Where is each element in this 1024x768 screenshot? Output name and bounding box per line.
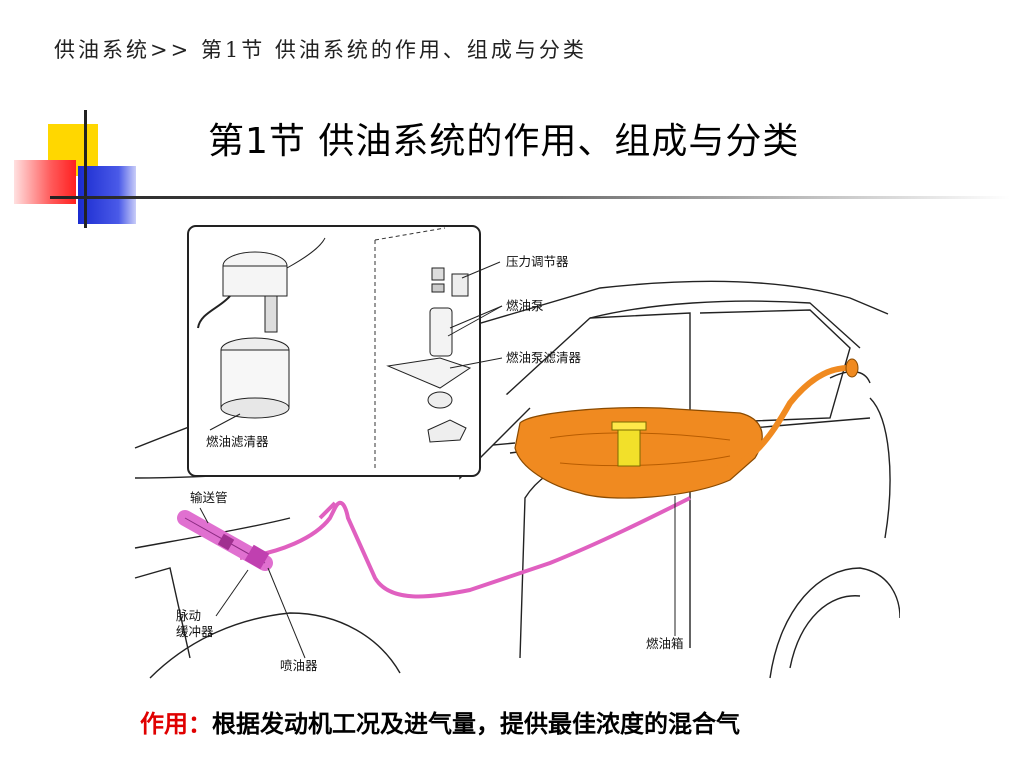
- delivery-pipe: [177, 510, 273, 571]
- vertical-rule: [84, 110, 87, 228]
- leader-lines: [199, 496, 676, 659]
- title-decoration: [14, 110, 1010, 228]
- blue-square: [78, 166, 136, 224]
- label-fuel-pump-strainer: 燃油泵滤清器: [506, 350, 582, 365]
- fuel-tank: [514, 407, 763, 499]
- label-pulsation-damper-1: 脉动: [176, 608, 201, 623]
- filler-pipe: [709, 365, 849, 476]
- fuel-line: [239, 496, 691, 599]
- caption-value: 根据发动机工况及进气量，提供最佳浓度的混合气: [212, 709, 740, 738]
- label-fuel-filter: 燃油滤清器: [206, 434, 269, 449]
- fuel-system-diagram: 压力调节器 燃油泵 燃油泵滤清器 燃油滤清器 输送管 脉动 缓冲器 喷油器 燃油…: [134, 225, 900, 679]
- caption-key: 作用：: [140, 709, 212, 738]
- page-title: 第1节 供油系统的作用、组成与分类: [208, 121, 800, 162]
- component-inset: [187, 225, 531, 480]
- label-pressure-regulator: 压力调节器: [506, 254, 569, 269]
- breadcrumb: 供油系统>> 第1节 供油系统的作用、组成与分类: [54, 38, 587, 62]
- label-pulsation-damper-2: 缓冲器: [176, 624, 214, 639]
- label-injector: 喷油器: [280, 658, 318, 673]
- label-fuel-pump: 燃油泵: [506, 298, 544, 313]
- label-fuel-tank: 燃油箱: [646, 636, 684, 651]
- label-delivery-pipe: 输送管: [190, 490, 228, 505]
- function-caption: 作用：根据发动机工况及进气量，提供最佳浓度的混合气: [140, 704, 740, 739]
- horizontal-rule: [50, 196, 1010, 199]
